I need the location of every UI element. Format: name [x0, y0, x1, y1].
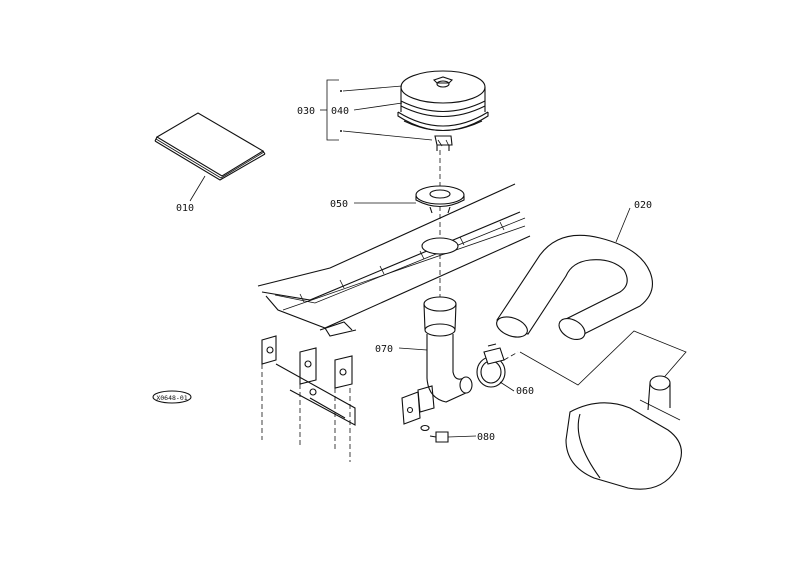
hose-frame [519, 330, 687, 386]
frame-brackets [261, 335, 356, 462]
label-010: 010 [176, 203, 194, 214]
intake-pipe [401, 296, 473, 425]
manual-book [154, 112, 266, 181]
leader-080 [447, 435, 477, 438]
grommet [415, 185, 465, 214]
leader-010 [189, 175, 206, 202]
drawing-id-stamp: X0648-01 [152, 390, 192, 404]
leader-060 [499, 381, 515, 392]
label-020: 020 [634, 200, 652, 211]
label-050: 050 [330, 199, 348, 210]
label-060: 060 [516, 386, 534, 397]
hose-clamp [476, 343, 506, 388]
bracket-030 [320, 79, 433, 141]
leader-040 [353, 102, 403, 111]
label-070: 070 [375, 344, 393, 355]
intake-hose [496, 234, 653, 341]
bonnet-frame [257, 183, 531, 337]
label-030: 030 [297, 106, 315, 117]
bolt [420, 424, 449, 443]
leader-020 [615, 207, 631, 243]
hose-axis [503, 351, 519, 361]
label-040: 040 [331, 106, 349, 117]
leader-070 [398, 347, 428, 351]
label-080: 080 [477, 432, 495, 443]
svg-text:X0648-01: X0648-01 [156, 394, 187, 402]
air-cleaner [397, 70, 489, 151]
engine-body [565, 375, 682, 490]
